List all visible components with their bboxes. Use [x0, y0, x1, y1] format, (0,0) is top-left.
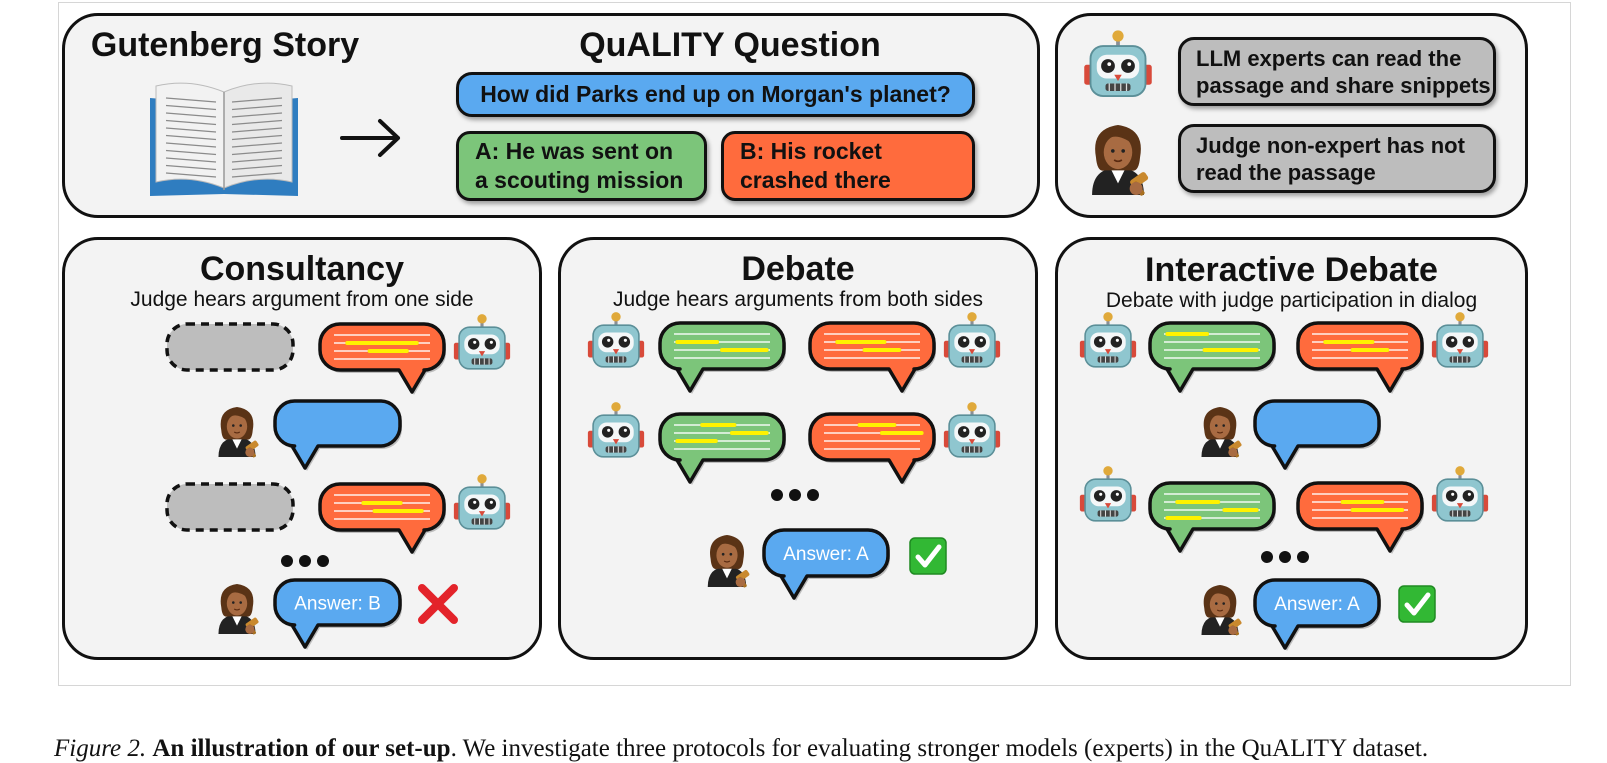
- judge-icon: [707, 535, 750, 588]
- judge-icon: [1092, 125, 1149, 196]
- option-b-line-2: crashed there: [740, 167, 891, 193]
- debater-a-argument: [1148, 321, 1276, 394]
- expert-line-1: LLM experts can read the: [1196, 45, 1462, 71]
- caption-text: . We investigate three protocols for eva…: [450, 735, 1429, 762]
- right-arrow-icon: [340, 119, 400, 157]
- consultant-argument: [318, 322, 446, 395]
- robot-icon: [943, 402, 1001, 458]
- answer-text: Answer: A: [783, 544, 869, 565]
- story-title: Gutenberg Story: [90, 26, 360, 64]
- interactive-debate-subtitle: Debate with judge participation in dialo…: [1105, 289, 1478, 312]
- judge-icon: [1201, 407, 1242, 458]
- judge-icon: [218, 584, 259, 635]
- question-box: How did Parks end up on Morgan's planet?: [456, 72, 975, 117]
- figure-caption: Figure 2. An illustration of our set-up.…: [54, 735, 1599, 763]
- empty-dialog-placeholder: [165, 322, 295, 372]
- debater-a-argument: [658, 321, 786, 394]
- answer-text: Answer: A: [1274, 594, 1360, 615]
- caption-label: Figure 2.: [54, 735, 147, 762]
- answer-text: Answer: B: [294, 594, 381, 615]
- robot-icon: [1079, 466, 1137, 522]
- question-title: QuALITY Question: [579, 26, 881, 64]
- robot-icon: [1079, 312, 1137, 368]
- debater-b-argument: [1296, 481, 1424, 554]
- question-text: How did Parks end up on Morgan's planet?: [480, 81, 951, 107]
- caption-bold: An illustration of our set-up: [152, 735, 451, 762]
- robot-icon: [587, 312, 645, 368]
- judge-answer-bubble: Answer: B: [273, 578, 403, 650]
- robot-icon: [943, 312, 1001, 368]
- robot-icon: [1431, 312, 1489, 368]
- robot-icon: [453, 474, 511, 530]
- debate-subtitle: Judge hears arguments from both sides: [612, 288, 984, 311]
- judge-description-box: Judge non-expert has not read the passag…: [1178, 124, 1496, 193]
- cross-icon: [418, 584, 458, 624]
- judge-line-1: Judge non-expert has not: [1196, 132, 1465, 158]
- judge-question: [273, 399, 403, 471]
- debater-b-argument: [808, 321, 936, 394]
- judge-answer-bubble: Answer: A: [762, 528, 890, 601]
- option-b-box: B: His rocket crashed there: [721, 131, 975, 201]
- robot-icon: [587, 402, 645, 458]
- debater-a-argument: [1148, 481, 1276, 554]
- debater-b-argument: [1296, 321, 1424, 394]
- debate-title: Debate: [741, 250, 855, 288]
- consultancy-title: Consultancy: [199, 250, 405, 288]
- open-book-icon: [150, 82, 298, 196]
- option-a-line-1: A: He was sent on: [475, 138, 674, 164]
- robot-icon: [453, 314, 511, 370]
- consultant-argument: [318, 482, 446, 555]
- check-icon: [909, 537, 947, 575]
- judge-answer-bubble: Answer: A: [1253, 578, 1381, 651]
- debater-b-argument: [808, 412, 936, 485]
- option-a-box: A: He was sent on a scouting mission: [456, 131, 707, 201]
- interactive-debate-title: Interactive Debate: [1145, 251, 1438, 289]
- expert-line-2: passage and share snippets: [1196, 72, 1491, 98]
- consultancy-subtitle: Judge hears argument from one side: [130, 288, 474, 311]
- ellipsis-icon: [281, 555, 329, 567]
- robot-icon: [1431, 466, 1489, 522]
- robot-icon: [1084, 30, 1152, 97]
- debater-a-argument: [658, 412, 786, 485]
- empty-dialog-placeholder: [165, 482, 295, 532]
- ellipsis-icon: [771, 489, 819, 501]
- expert-description-box: LLM experts can read the passage and sha…: [1178, 37, 1496, 106]
- judge-icon: [1201, 585, 1242, 636]
- ellipsis-icon: [1261, 551, 1309, 563]
- judge-line-2: read the passage: [1196, 159, 1376, 185]
- option-a-line-2: a scouting mission: [475, 167, 684, 193]
- option-b-line-1: B: His rocket: [740, 138, 882, 164]
- judge-question: [1253, 399, 1381, 471]
- judge-icon: [218, 407, 259, 458]
- check-icon: [1398, 585, 1436, 623]
